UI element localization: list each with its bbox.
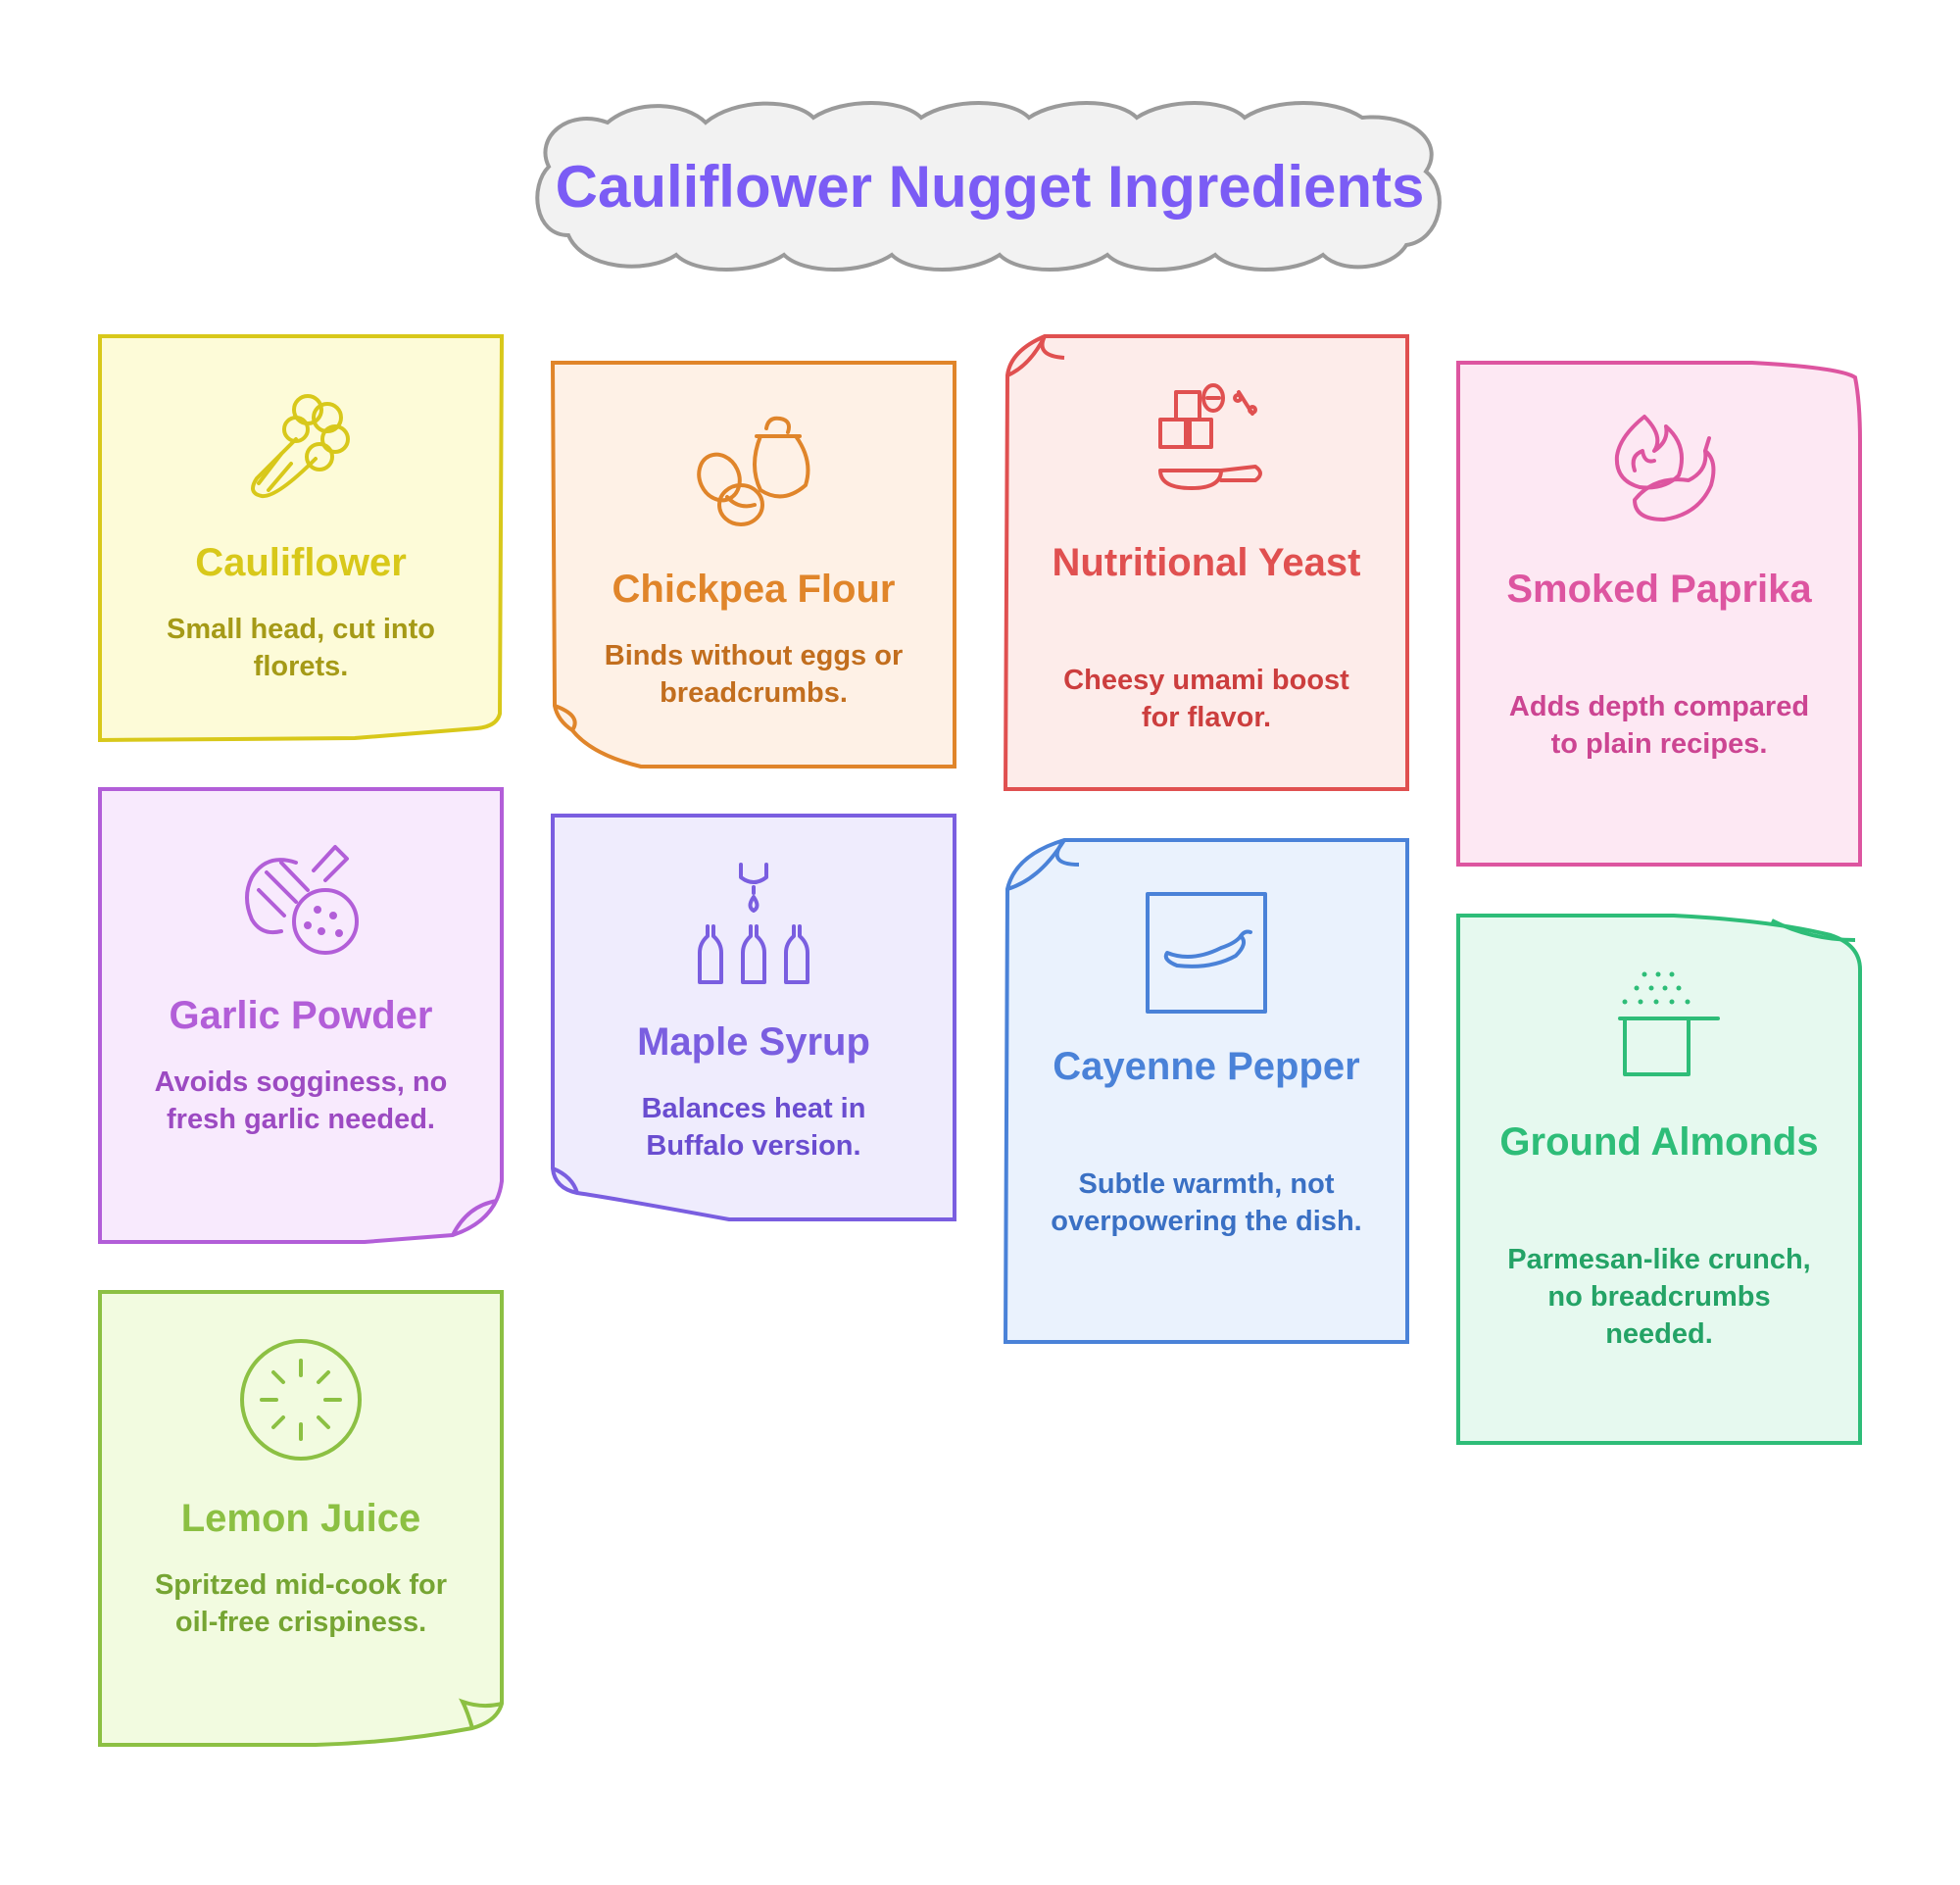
card-description: Avoids sogginess, no fresh garlic needed… (154, 1067, 448, 1135)
card-label: Chickpea Flour (612, 568, 896, 611)
cloud-shape (535, 101, 1442, 272)
card-lemon-juice: Lemon Juice Spritzed mid-cook for oil-fr… (98, 1290, 504, 1747)
title-cloud: Cauliflower Nugget Ingredients (529, 98, 1450, 274)
maple-syrup-icon (690, 860, 817, 987)
cauliflower-icon (237, 380, 365, 508)
card-description: Balances heat in Buffalo version. (641, 1093, 866, 1162)
card-background (1003, 334, 1409, 791)
card-background (1003, 838, 1409, 1344)
lemon-juice-icon (237, 1336, 365, 1463)
page-title: Cauliflower Nugget Ingredients (555, 153, 1425, 220)
card-background (1456, 914, 1862, 1445)
card-label: Smoked Paprika (1506, 568, 1812, 611)
card-label: Lemon Juice (180, 1497, 421, 1540)
card-background (550, 361, 956, 769)
card-background (98, 334, 505, 743)
card-garlic-powder: Garlic Powder Avoids sogginess, no fresh… (98, 787, 504, 1244)
card-description: Spritzed mid-cook for oil-free crispines… (154, 1569, 448, 1638)
smoked-paprika-icon (1595, 407, 1723, 534)
card-background (98, 1290, 504, 1747)
card-description: Subtle warmth, not overpowering the dish… (1051, 1168, 1362, 1237)
card-cayenne-pepper: Cayenne Pepper Subtle warmth, not overpo… (1003, 838, 1409, 1344)
card-maple-syrup: Maple Syrup Balances heat in Buffalo ver… (551, 814, 956, 1221)
card-background (98, 787, 504, 1244)
card-chickpea-flour: Chickpea Flour Binds without eggs or bre… (550, 361, 956, 769)
card-label: Cauliflower (195, 541, 407, 584)
chickpea-flour-icon (690, 407, 817, 534)
ground-almonds-icon (1595, 965, 1723, 1092)
card-label: Garlic Powder (169, 994, 433, 1037)
card-label: Ground Almonds (1499, 1120, 1819, 1164)
card-label: Cayenne Pepper (1053, 1045, 1360, 1088)
garlic-powder-icon (237, 833, 365, 961)
card-cauliflower: Cauliflower Small head, cut into florets… (98, 334, 505, 743)
card-description: Small head, cut into florets. (167, 614, 435, 682)
cayenne-pepper-icon (1143, 889, 1270, 1017)
card-description: Adds depth compared to plain recipes. (1508, 691, 1810, 760)
card-background (551, 814, 956, 1221)
card-nutritional-yeast: Nutritional Yeast Cheesy umami boost for… (1003, 334, 1409, 791)
card-label: Nutritional Yeast (1052, 541, 1361, 584)
card-label: Maple Syrup (637, 1020, 870, 1064)
card-description: Cheesy umami boost for flavor. (1063, 665, 1349, 733)
card-background (1456, 361, 1862, 867)
card-ground-almonds: Ground Almonds Parmesan-like crunch, no … (1456, 914, 1862, 1445)
nutritional-yeast-icon (1143, 380, 1270, 508)
card-description: Binds without eggs or breadcrumbs. (604, 640, 904, 709)
card-smoked-paprika: Smoked Paprika Adds depth compared to pl… (1456, 361, 1862, 867)
card-description: Parmesan-like crunch, no breadcrumbs nee… (1507, 1244, 1811, 1350)
